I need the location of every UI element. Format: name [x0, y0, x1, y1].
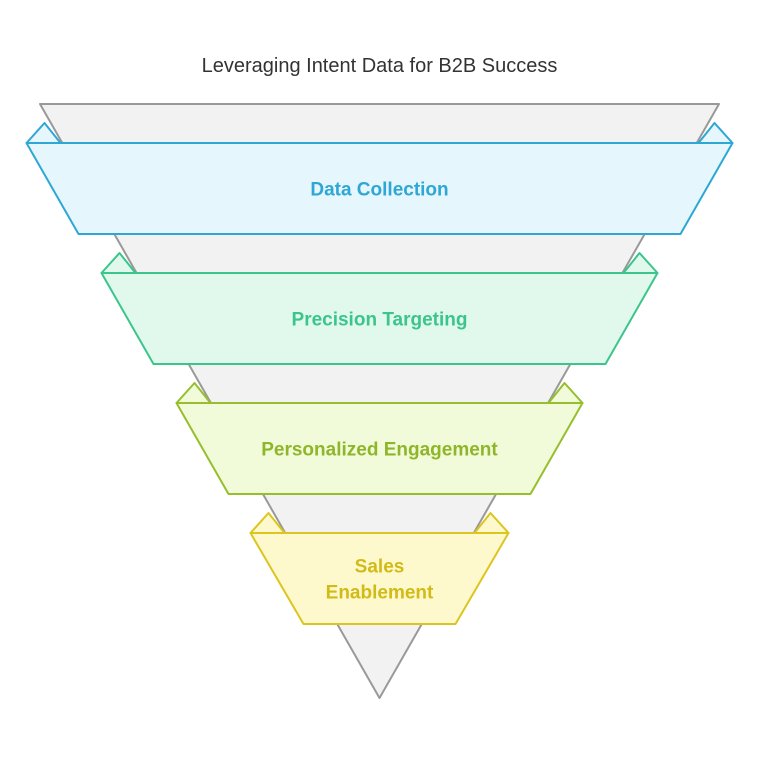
funnel-stage-data-collection: Data Collection: [25, 122, 734, 235]
stage-label: Data Collection: [310, 180, 448, 201]
stage-label: Precision Targeting: [292, 310, 468, 331]
diagram-title: Leveraging Intent Data for B2B Success: [202, 55, 558, 77]
stage-band: [100, 272, 659, 365]
funnel-stage-precision-targeting: Precision Targeting: [100, 252, 659, 365]
stage-label: Sales: [355, 557, 405, 578]
stage-label: Enablement: [326, 583, 434, 604]
stage-band: [249, 532, 510, 625]
stage-band: [175, 402, 584, 495]
stage-band: [25, 142, 734, 235]
funnel-stage-personalized-engagement: Personalized Engagement: [175, 382, 584, 495]
stage-label: Personalized Engagement: [261, 440, 498, 461]
